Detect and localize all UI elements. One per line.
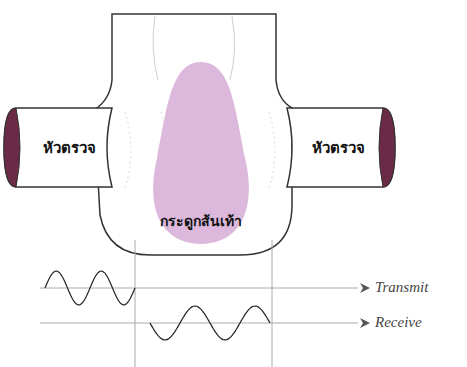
transmit-wave xyxy=(45,271,135,305)
foot-outline xyxy=(94,14,292,255)
probe-body xyxy=(4,108,112,187)
wave-arc xyxy=(125,112,131,188)
probe-cap xyxy=(379,108,395,187)
heel-bone: กระดูกส้นเท้า xyxy=(140,58,262,248)
node-label: หัวตรวจ xyxy=(43,136,96,160)
signal-axis xyxy=(40,323,358,324)
probe-transducer: หัวตรวจ xyxy=(283,100,397,195)
signal-axis xyxy=(40,288,358,289)
tendon-line xyxy=(230,16,235,80)
arrow-marker xyxy=(360,283,370,293)
bone-fill xyxy=(153,62,249,244)
signal-label: Transmit xyxy=(375,279,428,296)
probe-transducer: หัวตรวจ xyxy=(2,100,116,195)
probe-body xyxy=(287,108,395,187)
guide-line xyxy=(272,240,273,367)
node-label: หัวตรวจ xyxy=(312,136,365,160)
wave-arc xyxy=(269,112,275,188)
node-label: กระดูกส้นเท้า xyxy=(160,210,242,232)
tendon-line xyxy=(153,16,158,80)
guide-line xyxy=(135,240,136,367)
receive-wave xyxy=(150,306,270,340)
signal-label: Receive xyxy=(375,314,422,331)
arrow-marker xyxy=(360,318,370,328)
probe-cap xyxy=(4,108,20,187)
